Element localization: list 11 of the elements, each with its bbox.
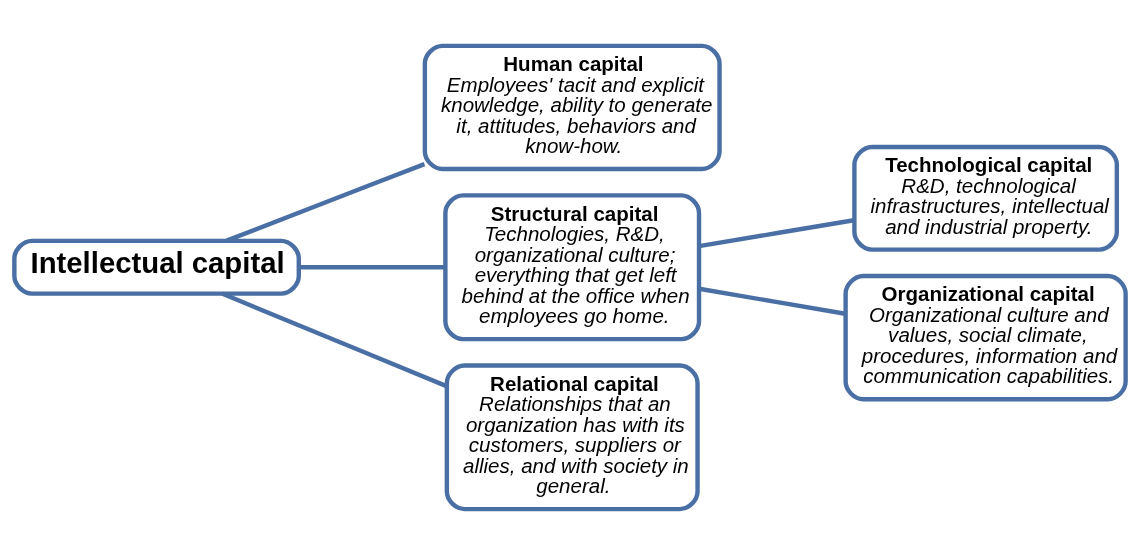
node-box: Organizational capital Organizational culture and values, social climate, procedures, information and communication capabilities.	[843, 273, 1128, 402]
node-box: Relational capital Relationships that an organization has with its customers, suppliers or allies, and with society in general.	[444, 363, 700, 512]
connector	[298, 265, 445, 270]
connector	[698, 218, 855, 249]
node-box: Structural capital Technologies, R&D, organizational culture; everything that get left behind at the office when employees go home.	[443, 193, 702, 342]
connector	[225, 162, 426, 243]
connector	[698, 286, 846, 316]
node-box: Intellectual capital	[12, 238, 301, 296]
node-box: Human capital Employees' tacit and explicit knowledge, ability to generate it, attitudes, behaviors and know-how.	[422, 43, 722, 172]
connector	[221, 291, 448, 389]
node-box: Technological capital R&D, technological infrastructures, intellectual and industrial property.	[852, 144, 1120, 252]
